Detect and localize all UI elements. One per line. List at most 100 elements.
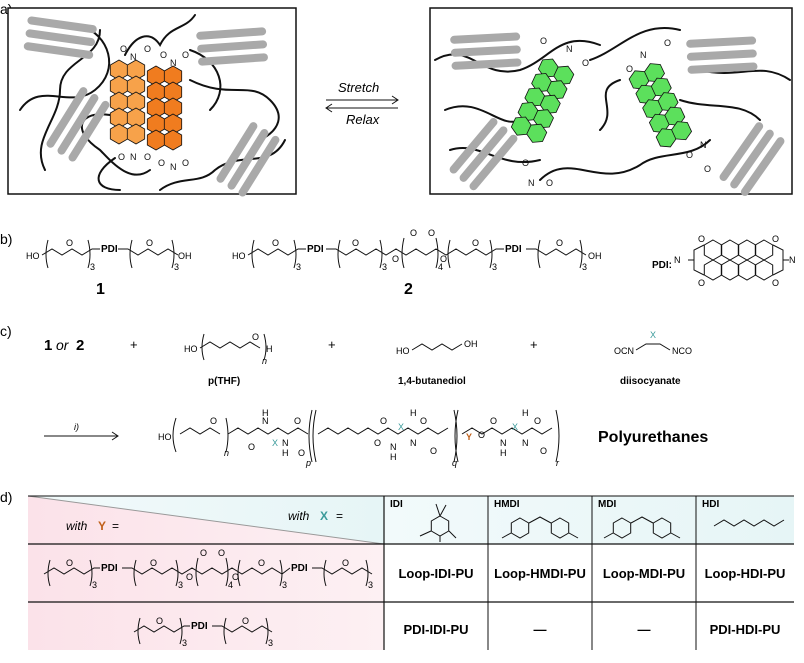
svg-text:OH: OH — [588, 251, 602, 261]
row-pdi: PDI-IDI-PU — — PDI-HDI-PU — [404, 622, 781, 637]
svg-text:with: with — [288, 509, 310, 523]
svg-text:O: O — [252, 332, 259, 342]
hdi-structure — [713, 519, 785, 527]
panel-label-c: c) — [0, 323, 12, 339]
svg-text:O: O — [380, 416, 387, 426]
svg-text:O: O — [428, 228, 435, 238]
cell-loop-hmdi-pu: Loop-HMDI-PU — [494, 566, 586, 581]
svg-text:Relax: Relax — [346, 112, 380, 127]
svg-text:O: O — [420, 416, 427, 426]
polyurethane-structure: HO O n O N H X N H O O p O O N H X N H O… — [158, 408, 708, 468]
panel-label-d: d) — [0, 489, 12, 505]
svg-text:O: O — [374, 438, 381, 448]
svg-text:X: X — [320, 509, 328, 523]
combination-table: with Y = with X = IDI HMDI MDI HDI — [27, 495, 794, 650]
svg-text:3: 3 — [368, 580, 373, 590]
svg-text:HO: HO — [26, 251, 40, 261]
svg-text:3: 3 — [174, 262, 179, 272]
svg-text:O: O — [772, 234, 779, 244]
svg-text:N: N — [282, 438, 289, 448]
svg-text:O: O — [248, 442, 255, 452]
stretched-state-box: O N O O N O O N O O N O — [429, 7, 793, 198]
svg-text:i): i) — [74, 422, 79, 432]
svg-text:3: 3 — [382, 262, 387, 272]
svg-text:O: O — [200, 548, 207, 558]
svg-text:X: X — [512, 422, 518, 432]
cell-hmdi-empty: — — [534, 622, 547, 637]
svg-text:O: O — [272, 238, 279, 248]
svg-text:N: N — [262, 416, 269, 426]
svg-text:O: O — [120, 44, 127, 54]
svg-text:N: N — [390, 442, 397, 452]
svg-text:X: X — [398, 422, 404, 432]
relaxed-state-box: O O N O O N O N O O N O — [7, 7, 297, 199]
with-y-label: with Y = — [66, 519, 119, 533]
svg-text:2: 2 — [76, 337, 84, 354]
svg-text:O: O — [144, 44, 151, 54]
svg-text:MDI: MDI — [598, 499, 617, 510]
reaction-arrow: i) — [44, 422, 119, 441]
svg-text:O: O — [490, 416, 497, 426]
panel-label-b: b) — [0, 231, 12, 247]
svg-text:O: O — [218, 548, 225, 558]
svg-text:with: with — [66, 519, 88, 533]
diisocyanate-label: diisocyanate — [620, 376, 681, 387]
with-x-label: with X = — [288, 509, 343, 523]
svg-text:N: N — [130, 52, 137, 62]
svg-text:O: O — [626, 64, 633, 74]
svg-text:N: N — [500, 438, 507, 448]
svg-text:4: 4 — [228, 580, 233, 590]
svg-text:X: X — [272, 438, 278, 448]
cell-loop-mdi-pu: Loop-MDI-PU — [603, 566, 685, 581]
svg-text:HO: HO — [232, 251, 246, 261]
svg-text:O: O — [156, 616, 163, 626]
pdi-stack-dark — [146, 65, 183, 151]
svg-text:3: 3 — [90, 262, 95, 272]
reactant-1-or-2: 1 or 2 — [44, 337, 84, 354]
cell-loop-hdi-pu: Loop-HDI-PU — [705, 566, 786, 581]
svg-text:O: O — [546, 178, 553, 188]
svg-text:O: O — [534, 416, 541, 426]
cell-loop-idi-pu: Loop-IDI-PU — [398, 566, 473, 581]
svg-text:=: = — [112, 519, 119, 533]
pthf-label: p(THF) — [208, 376, 240, 387]
svg-text:H: H — [410, 408, 417, 418]
svg-text:H: H — [390, 452, 397, 462]
svg-text:NCO: NCO — [672, 346, 692, 356]
svg-text:n: n — [224, 448, 229, 458]
svg-text:N: N — [674, 255, 681, 265]
svg-text:HO: HO — [396, 346, 410, 356]
svg-text:O: O — [66, 558, 73, 568]
svg-text:3: 3 — [582, 262, 587, 272]
column-headers: IDI HMDI MDI HDI — [390, 499, 719, 510]
svg-text:O: O — [352, 238, 359, 248]
cell-pdi-idi-pu: PDI-IDI-PU — [404, 622, 469, 637]
svg-text:H: H — [282, 448, 289, 458]
svg-text:H: H — [266, 344, 273, 354]
svg-text:PDI: PDI — [191, 621, 208, 632]
svg-text:HMDI: HMDI — [494, 499, 520, 510]
compound-2-label: 2 — [404, 281, 413, 298]
plus-1: + — [130, 337, 138, 352]
svg-text:O: O — [182, 50, 189, 60]
butanediol-structure: HO OH 1,4-butanediol — [396, 339, 478, 387]
svg-text:HO: HO — [184, 344, 198, 354]
compound-1-structure: HO O 3 PDI O 3 OH 1 — [26, 238, 192, 298]
svg-text:O: O — [146, 238, 153, 248]
svg-text:O: O — [298, 448, 305, 458]
svg-text:p: p — [305, 458, 311, 468]
svg-text:HO: HO — [158, 432, 172, 442]
svg-text:O: O — [258, 558, 265, 568]
svg-text:O: O — [182, 158, 189, 168]
svg-text:O: O — [772, 278, 779, 288]
svg-text:PDI:: PDI: — [652, 260, 672, 271]
pthf-structure: HO O H n p(THF) — [184, 332, 273, 387]
svg-text:O: O — [410, 228, 417, 238]
stretch-relax-arrows: Stretch Relax — [325, 80, 399, 127]
pdi-only-structure: O 3 PDI O 3 — [133, 616, 273, 648]
svg-text:N: N — [410, 438, 417, 448]
svg-text:N: N — [640, 50, 647, 60]
polyurethanes-label: Polyurethanes — [598, 429, 708, 446]
svg-text:O: O — [440, 254, 447, 264]
svg-text:O: O — [540, 36, 547, 46]
